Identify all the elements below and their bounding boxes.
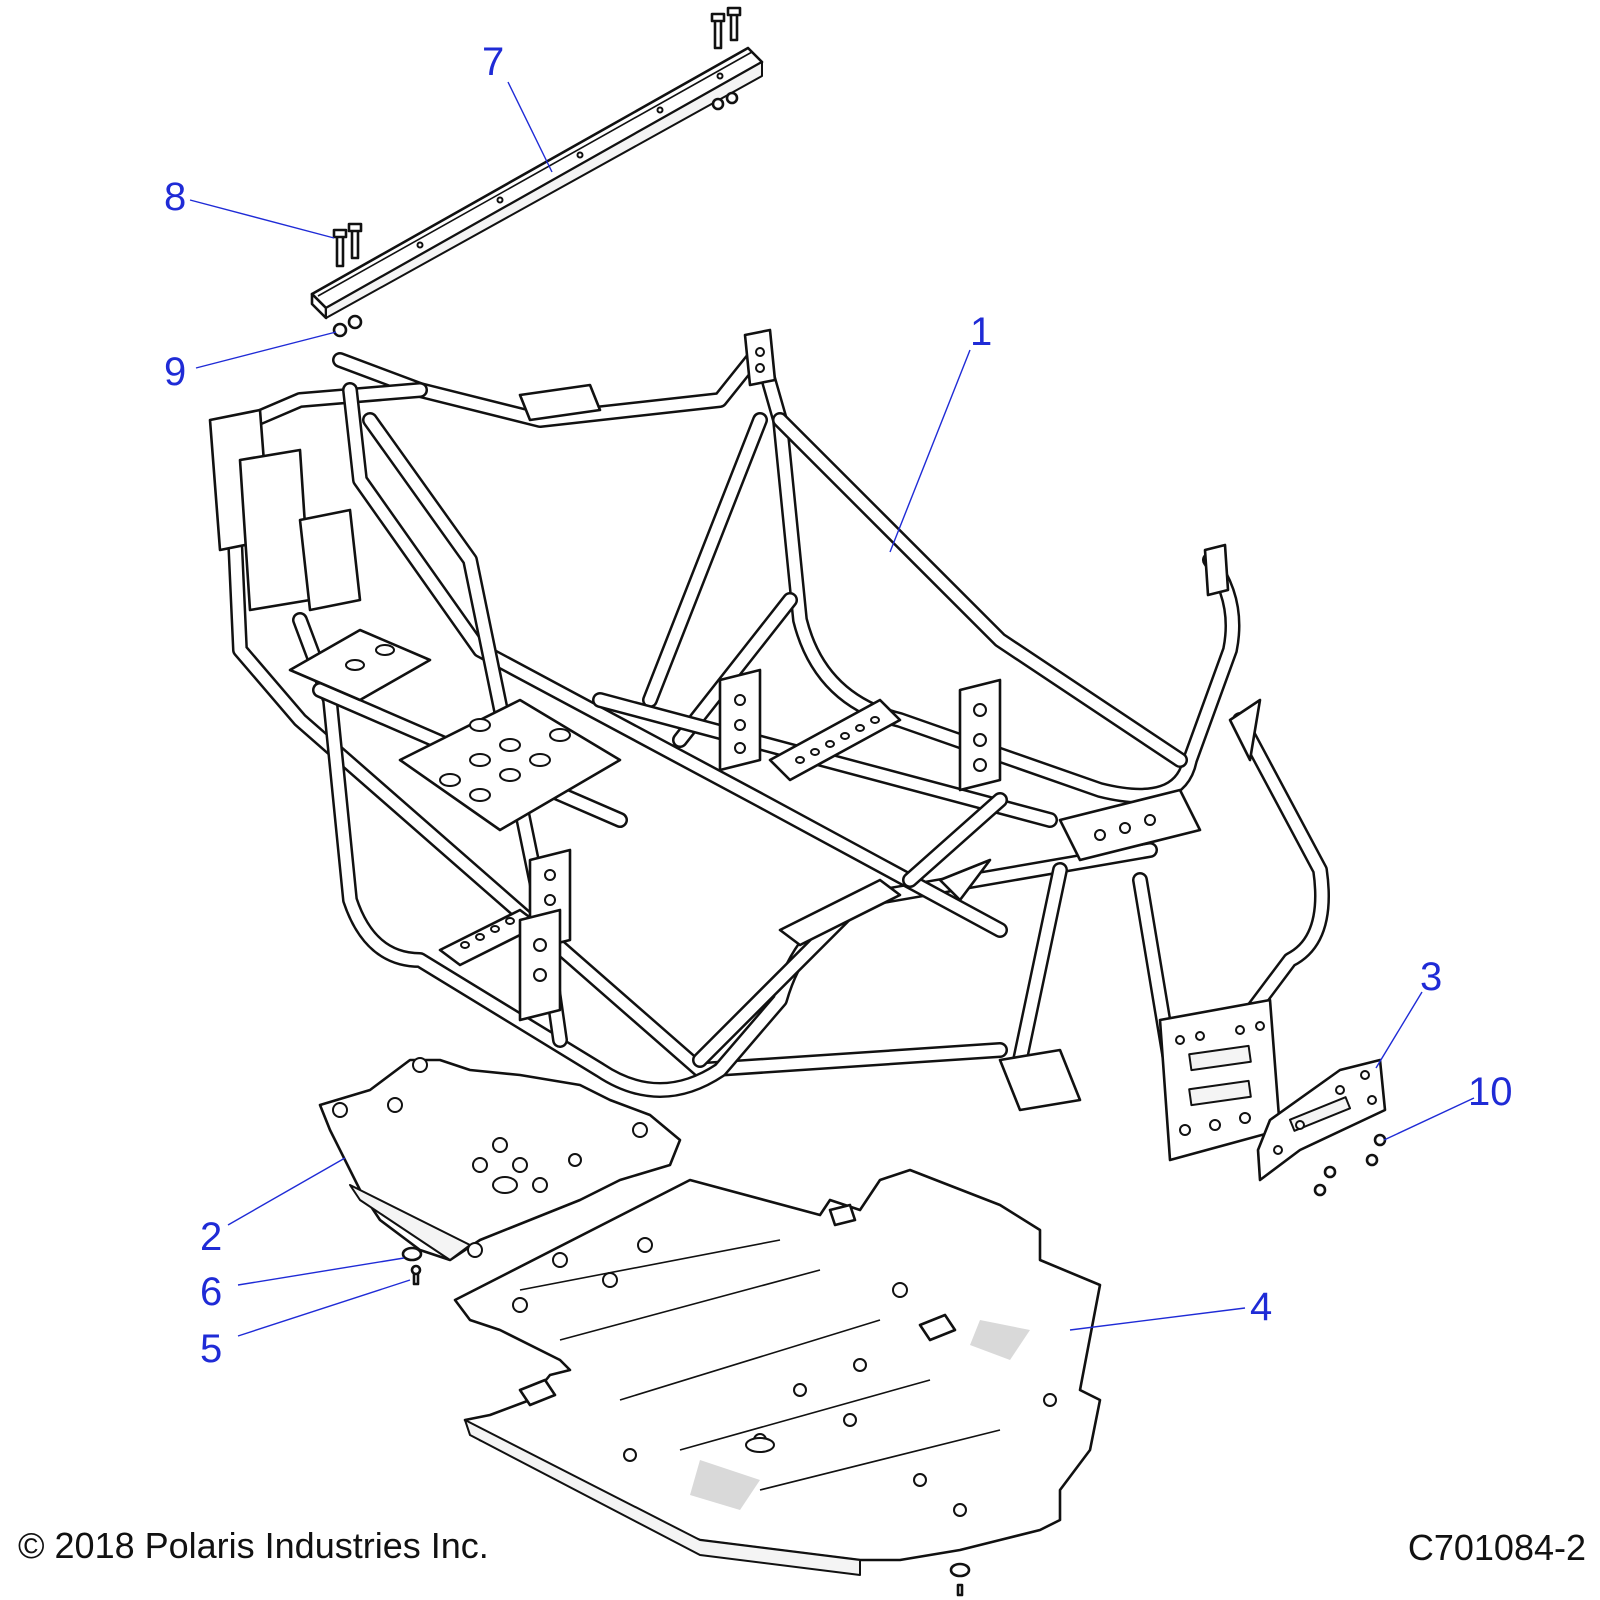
callout-5: 5 (200, 1327, 222, 1371)
leader-5 (237, 1279, 411, 1337)
copyright-notice: © 2018 Polaris Industries Inc. (18, 1525, 489, 1566)
nut-pair-9 (332, 314, 363, 338)
leader-7 (507, 81, 553, 173)
callout-labels: 1 2 3 4 5 6 7 8 9 10 (164, 40, 1513, 1371)
leader-3 (1375, 991, 1423, 1069)
callout-4: 4 (1250, 1285, 1272, 1329)
leader-2 (227, 1157, 346, 1226)
leader-8 (189, 199, 335, 239)
cross-bar-part (310, 46, 764, 320)
bolt-pair-8 (332, 222, 363, 268)
callout-2: 2 (200, 1215, 222, 1259)
callout-1: 1 (970, 310, 992, 354)
rear-skid-plate-part (318, 1057, 682, 1262)
callout-9: 9 (164, 350, 186, 394)
callout-8: 8 (164, 175, 186, 219)
callout-6: 6 (200, 1270, 222, 1314)
callout-7: 7 (482, 40, 504, 84)
leader-6 (237, 1257, 405, 1286)
callout-3: 3 (1420, 955, 1442, 999)
bolts-10 (1313, 1133, 1387, 1197)
leader-1 (889, 349, 971, 553)
leader-4 (1069, 1307, 1246, 1331)
drawing-number: C701084-2 (1408, 1527, 1586, 1568)
bolt-pair-top (710, 6, 742, 111)
fasteners-5-6 (401, 1246, 971, 1597)
callout-10: 10 (1468, 1070, 1513, 1114)
leader-lines (189, 81, 1475, 1337)
main-frame-part (208, 328, 1330, 1162)
leader-9 (195, 331, 337, 369)
main-skid-plate-part (453, 1168, 1102, 1576)
leader-10 (1383, 1097, 1475, 1141)
front-plate-part (1256, 1058, 1387, 1182)
